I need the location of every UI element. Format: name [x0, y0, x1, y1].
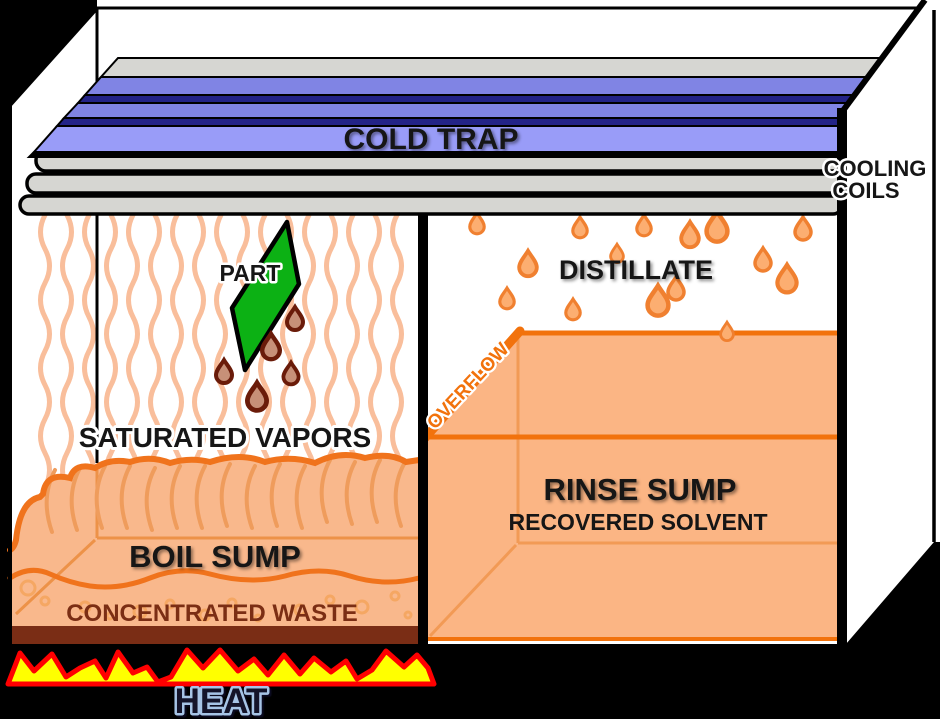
cooling-coils-label: COOLING COILS — [821, 154, 929, 206]
right-wall — [842, 2, 940, 645]
boil-sump-label: BOIL SUMP — [129, 539, 301, 574]
concentrated-waste-layer — [10, 626, 422, 644]
tray-band-blue-2 — [61, 102, 887, 119]
heat-label: HEAT — [175, 682, 268, 719]
cooling-coils-label-line1: COOLING — [824, 156, 927, 181]
coil-slab-2 — [25, 172, 844, 195]
concentrated-waste-label: CONCENTRATED WASTE — [66, 600, 358, 627]
rinse-sump-group: RINSE SUMP RECOVERED SOLVENT — [419, 326, 843, 641]
boil-sump-surface — [7, 451, 422, 553]
boil-sump-group: BOIL SUMP CONCENTRATED WASTE — [7, 451, 422, 644]
coil-slab-3 — [18, 194, 844, 216]
recovered-solvent-label: RECOVERED SOLVENT — [509, 509, 768, 535]
part-label: PART — [220, 260, 281, 286]
tray-rim-gray — [98, 57, 887, 78]
tray-band-navy-1 — [75, 94, 887, 104]
heat-flames — [5, 647, 437, 687]
saturated-vapors-label: SATURATED VAPORS — [79, 422, 371, 453]
right-wall-top-diagonal — [839, 0, 928, 114]
boil-sump-bubbles — [19, 579, 413, 623]
tank-left-top-diagonal — [8, 6, 99, 107]
overflow-lip — [419, 326, 525, 444]
waste-layer-line — [7, 567, 422, 590]
part-shape — [229, 219, 302, 373]
cooling-coils-label-line2: COILS — [832, 178, 899, 203]
boil-sump-liquid — [10, 454, 419, 644]
part-group: PART — [217, 219, 302, 373]
rinse-sump-liquid — [428, 333, 843, 640]
cooling-coils — [18, 148, 844, 216]
distillate-label: DISTILLATE — [559, 255, 713, 285]
cold-trap-label: COLD TRAP — [344, 123, 519, 156]
sump-divider-wall — [418, 206, 428, 644]
tank-edges — [8, 6, 921, 645]
rinse-sump-edges — [419, 326, 843, 641]
right-wall-group — [837, 0, 940, 645]
rinse-sump-label: RINSE SUMP — [544, 472, 737, 507]
tray-band-blue-1 — [82, 76, 887, 96]
cold-trap-tray — [26, 57, 887, 158]
